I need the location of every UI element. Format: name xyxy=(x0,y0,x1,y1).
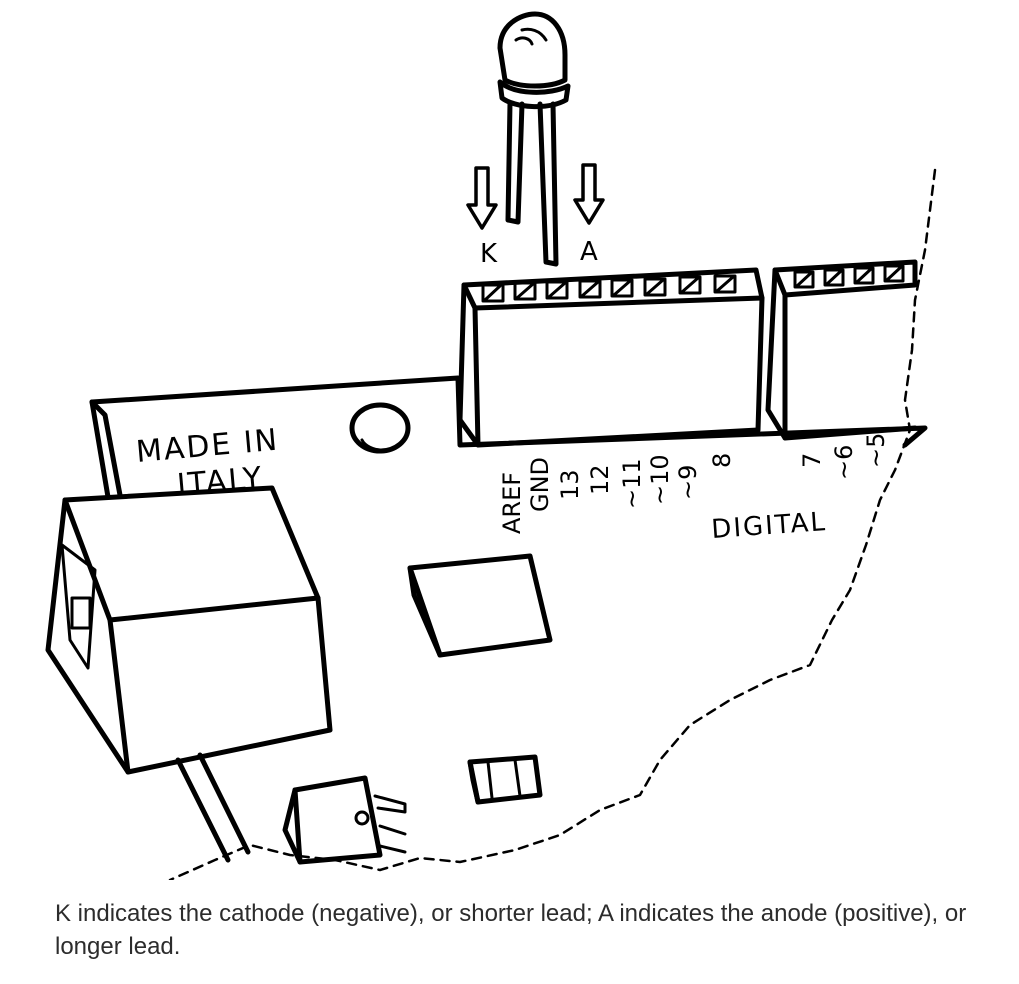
pin-label: ~5 xyxy=(862,433,890,468)
pin-label: 7 xyxy=(798,453,826,468)
board-outline xyxy=(89,375,928,448)
digital-label: DIGITAL xyxy=(710,507,827,545)
pin-label: AREF xyxy=(498,472,526,534)
pin-label: ~6 xyxy=(830,445,858,480)
digital-header-left xyxy=(457,267,765,448)
led-anode-lead xyxy=(537,101,559,267)
cathode-label: K xyxy=(480,239,498,269)
pin-label: ~9 xyxy=(674,465,702,500)
italy-label: ITALY xyxy=(176,461,265,503)
digital-header-right xyxy=(765,259,918,441)
pin-label: ~11 xyxy=(618,458,646,509)
board-left-edge xyxy=(89,399,123,498)
led-cathode-lead xyxy=(505,100,525,225)
chip xyxy=(407,553,553,658)
figure-caption: K indicates the cathode (negative), or s… xyxy=(55,900,967,960)
pin-label: 12 xyxy=(586,464,614,495)
pin-label: GND xyxy=(526,457,554,512)
smd-component xyxy=(467,754,543,805)
voltage-regulator xyxy=(282,775,407,865)
pin-label: ~10 xyxy=(646,454,674,505)
cathode-arrow xyxy=(466,166,498,230)
pin-label: 13 xyxy=(556,469,584,500)
usb-connector xyxy=(45,485,333,863)
anode-arrow xyxy=(573,163,605,225)
board-torn-edge xyxy=(168,168,937,880)
led xyxy=(497,11,571,267)
pin-label: 8 xyxy=(708,453,736,468)
arduino-led-illustration: K A MADE IN ITALY AREFGND1312~11~10~987~… xyxy=(45,11,937,880)
anode-label: A xyxy=(580,237,598,267)
